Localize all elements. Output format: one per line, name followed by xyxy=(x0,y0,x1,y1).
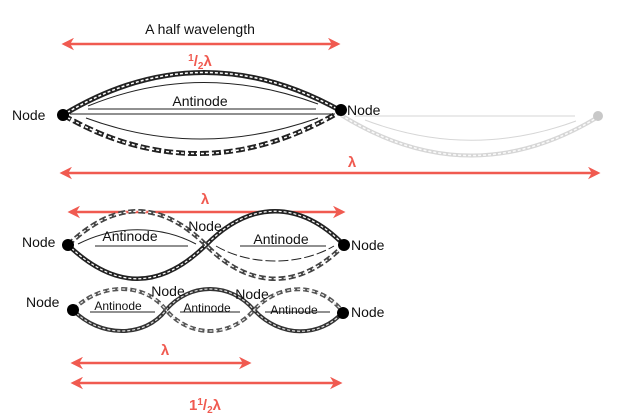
full-wave-loops xyxy=(66,209,346,281)
antinode-label: Antinode xyxy=(172,93,227,109)
half-lambda-label: 1/2λ xyxy=(188,53,212,72)
node-dot xyxy=(57,109,69,121)
node-dot xyxy=(337,307,349,319)
node-dot xyxy=(335,104,347,116)
lambda-label: λ xyxy=(348,154,357,171)
node-label: Node xyxy=(22,234,56,250)
node-label: Node xyxy=(12,107,46,123)
node-dot xyxy=(62,239,74,251)
title-half-wavelength: A half wavelength xyxy=(145,21,255,37)
lambda-label: λ xyxy=(161,342,170,359)
antinode-label: Antinode xyxy=(253,231,308,247)
node-label: Node xyxy=(235,286,269,302)
node-label: Node xyxy=(151,283,185,299)
one-and-half-lambda-label: 11/2λ xyxy=(189,397,222,416)
lambda-label: λ xyxy=(201,191,210,208)
node-label: Node xyxy=(347,102,381,118)
node-label: Node xyxy=(188,218,222,234)
faded-second-half-wave xyxy=(339,111,603,158)
antinode-label: Antinode xyxy=(270,303,318,317)
node-label: Node xyxy=(26,294,60,310)
node-dot xyxy=(67,304,79,316)
node-dot xyxy=(338,239,350,251)
node-label: Node xyxy=(351,237,385,253)
antinode-label: Antinode xyxy=(183,301,231,315)
antinode-label: Antinode xyxy=(102,228,157,244)
one-and-half-wave-loops xyxy=(71,287,345,334)
antinode-label: Antinode xyxy=(94,299,142,313)
node-label: Node xyxy=(351,304,385,320)
half-wave-loop xyxy=(61,70,343,156)
faded-node-dot xyxy=(593,111,603,121)
